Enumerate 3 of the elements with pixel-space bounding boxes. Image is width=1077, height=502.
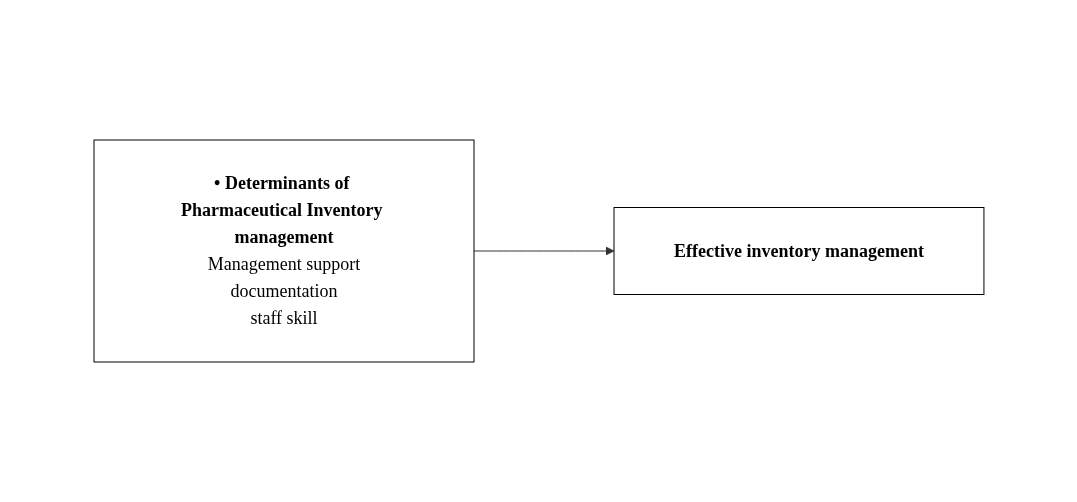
arrow [473, 246, 614, 256]
node-box: Effective inventory management [613, 207, 984, 295]
node-box: • Determinants of Pharmaceutical Inventory management Management support documentation staff skill [93, 139, 475, 363]
